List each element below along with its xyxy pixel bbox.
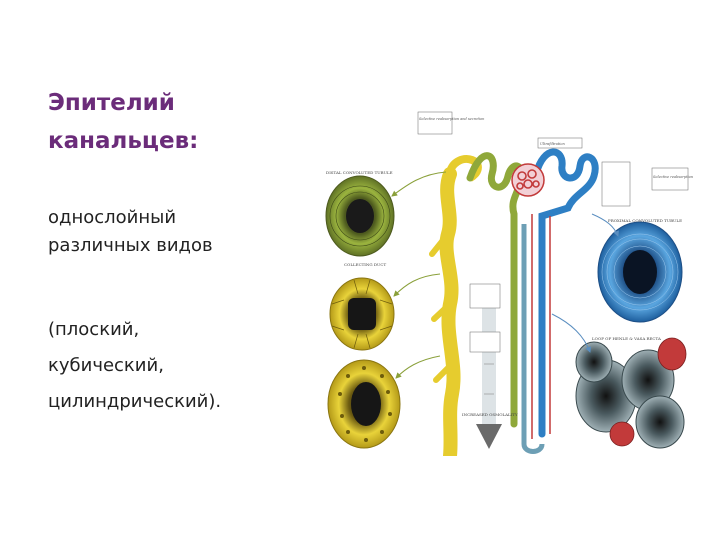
title-line-1: Эпителий — [48, 90, 175, 116]
label-osmolality: INCREASED OSMOLALITY — [462, 412, 518, 417]
text-line-2: различных видов — [48, 235, 213, 256]
pointer-arrows — [391, 171, 619, 379]
proximal-tubule-section — [597, 221, 683, 323]
epithelium-types: (плоский, кубический, цилиндрический). — [48, 312, 288, 420]
label-distal: DISTAL CONVOLUTED TUBULE — [326, 170, 393, 175]
label-collecting: COLLECTING DUCT — [344, 262, 386, 267]
label-ultrafiltration: Ultrafiltration — [540, 142, 565, 146]
distal-tubule-section — [325, 175, 395, 257]
collecting-duct-lower-section — [327, 359, 401, 449]
collecting-duct-tube — [429, 155, 482, 456]
glomerulus — [511, 163, 545, 197]
text-line-1: однослойный — [48, 207, 177, 228]
label-loop: LOOP OF HENLE & VASA RECTA — [592, 336, 661, 341]
loop-of-henle-tube — [521, 214, 551, 454]
collecting-duct-section — [329, 277, 395, 351]
text-line-5: цилиндрический). — [48, 391, 222, 412]
annotation-boxes — [417, 111, 689, 353]
label-proximal: PROXIMAL CONVOLUTED TUBULE — [608, 218, 682, 223]
urine-flow-arrow — [476, 284, 502, 449]
proximal-tubule-tube — [532, 148, 599, 438]
nephron-tubule-diagram: DISTAL CONVOLUTED TUBULE COLLECTING DUCT… — [322, 104, 700, 456]
loop-of-henle-section — [575, 337, 687, 449]
text-line-4: кубический, — [48, 355, 164, 376]
title-line-2: канальцев: — [48, 128, 199, 154]
distal-tubule-tube — [466, 152, 525, 428]
label-selective-reabs-2: Selective reabsorption — [653, 175, 694, 179]
text-line-3: (плоский, — [48, 319, 140, 340]
epithelium-description: однослойный различных видов — [48, 204, 288, 260]
label-selective-reabs: Selective reabsorption and secretion — [419, 117, 485, 121]
slide-title: Эпителий канальцев: — [48, 84, 308, 160]
